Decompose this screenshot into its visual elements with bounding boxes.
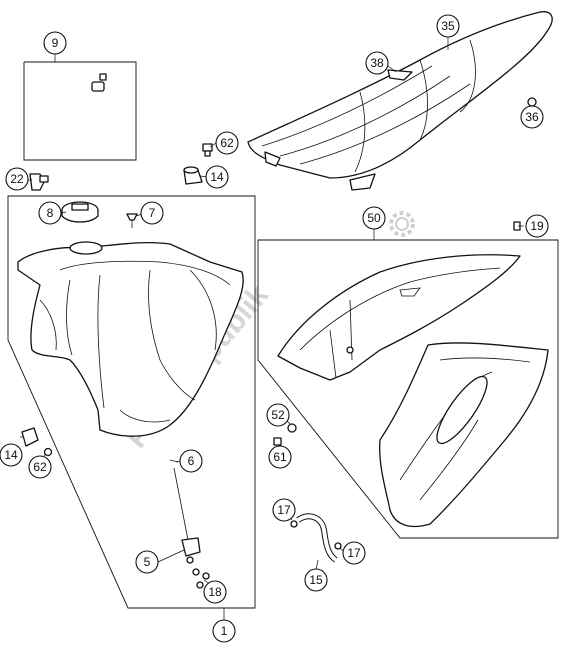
callout-17-right: 17 bbox=[342, 541, 366, 565]
callout-label: 17 bbox=[347, 546, 361, 560]
callout-62-top: 62 bbox=[215, 131, 239, 155]
callout-label: 6 bbox=[188, 454, 195, 468]
callout-label: 50 bbox=[367, 211, 381, 225]
callout-36: 36 bbox=[520, 105, 544, 129]
fuel-tap bbox=[169, 459, 201, 564]
callout-62-left: 62 bbox=[28, 455, 52, 479]
callout-9: 9 bbox=[43, 31, 67, 55]
callout-35: 35 bbox=[436, 14, 460, 38]
callout-50: 50 bbox=[362, 206, 386, 230]
callout-label: 62 bbox=[220, 136, 234, 150]
callout-label: 38 bbox=[370, 56, 384, 70]
callout-label: 18 bbox=[208, 585, 222, 599]
callout-38: 38 bbox=[365, 51, 389, 75]
side-cover-lower bbox=[379, 342, 549, 528]
bushing-14-top bbox=[183, 166, 203, 185]
callout-7: 7 bbox=[140, 201, 164, 225]
fuel-cap bbox=[61, 201, 99, 223]
screw-36 bbox=[527, 97, 537, 107]
bushing-14-left bbox=[21, 427, 39, 447]
callout-label: 22 bbox=[10, 172, 24, 186]
callout-18: 18 bbox=[203, 580, 227, 604]
callout-19: 19 bbox=[525, 214, 549, 238]
callout-label: 14 bbox=[210, 170, 224, 184]
callout-label: 15 bbox=[309, 573, 323, 587]
callout-22: 22 bbox=[5, 167, 29, 191]
callout-5: 5 bbox=[135, 550, 159, 574]
callout-label: 5 bbox=[144, 555, 151, 569]
screws-18 bbox=[192, 568, 210, 589]
callout-label: 7 bbox=[149, 206, 156, 220]
elbow-fitting-22 bbox=[29, 173, 49, 191]
frame-side-covers bbox=[257, 239, 559, 539]
screw-7 bbox=[126, 213, 138, 228]
callout-52: 52 bbox=[266, 403, 290, 427]
callout-label: 9 bbox=[52, 36, 59, 50]
callout-1: 1 bbox=[212, 619, 236, 643]
callout-label: 35 bbox=[441, 19, 455, 33]
side-cover-upper bbox=[277, 254, 521, 381]
callout-14-top: 14 bbox=[205, 165, 229, 189]
callout-label: 17 bbox=[277, 503, 291, 517]
callout-label: 61 bbox=[273, 450, 287, 464]
callout-label: 52 bbox=[271, 408, 285, 422]
screw-62-top bbox=[202, 143, 213, 157]
screw-52 bbox=[287, 423, 297, 433]
frame-fuel-tank bbox=[7, 195, 256, 609]
vent-hose bbox=[38, 73, 128, 151]
callout-label: 19 bbox=[530, 219, 544, 233]
callout-15: 15 bbox=[304, 568, 328, 592]
callout-6: 6 bbox=[179, 449, 203, 473]
callout-label: 8 bbox=[47, 206, 54, 220]
callout-17-left: 17 bbox=[272, 498, 296, 522]
seat bbox=[247, 11, 553, 191]
gear-icon bbox=[389, 211, 415, 237]
callout-label: 14 bbox=[4, 448, 18, 462]
overflow-hose bbox=[290, 513, 342, 563]
callout-label: 1 bbox=[221, 624, 228, 638]
callout-8: 8 bbox=[38, 201, 62, 225]
callout-label: 36 bbox=[525, 110, 539, 124]
screw-62-left bbox=[43, 447, 53, 457]
callout-14-left: 14 bbox=[0, 443, 23, 467]
frame-vent-hose bbox=[23, 61, 137, 161]
callout-61: 61 bbox=[268, 445, 292, 469]
screw-61 bbox=[273, 437, 282, 446]
callout-label: 62 bbox=[33, 460, 47, 474]
fuel-tank bbox=[17, 241, 244, 437]
